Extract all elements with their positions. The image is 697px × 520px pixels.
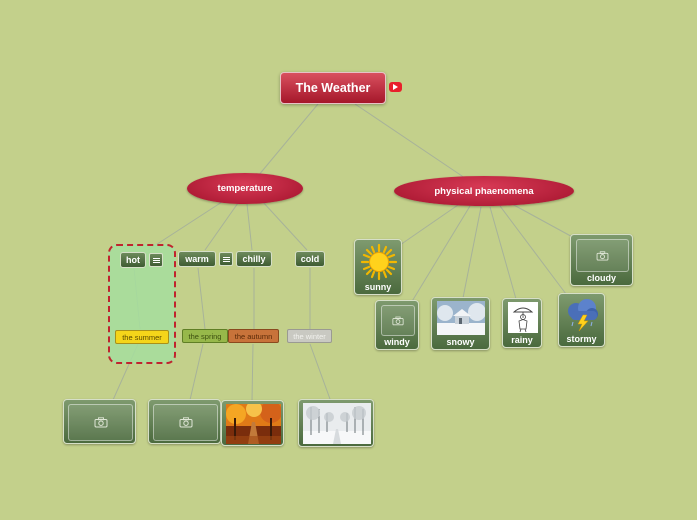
note-icon[interactable] bbox=[149, 253, 163, 267]
image-placeholder[interactable] bbox=[148, 399, 221, 444]
sunny-node[interactable]: sunny bbox=[354, 239, 402, 295]
snowy-node[interactable]: snowy bbox=[431, 297, 490, 350]
windy-label: windy bbox=[384, 337, 410, 347]
camera-icon bbox=[392, 316, 404, 325]
note-icon[interactable] bbox=[219, 252, 233, 266]
snowy-photo bbox=[437, 301, 485, 335]
warm-node[interactable]: warm bbox=[178, 251, 216, 267]
warm-label: warm bbox=[185, 254, 209, 264]
hot-label: hot bbox=[126, 255, 140, 265]
root-node[interactable]: The Weather bbox=[280, 72, 386, 104]
physical-phaenomena-node[interactable]: physical phaenomena bbox=[394, 176, 574, 206]
rainy-drawing bbox=[508, 302, 538, 333]
temperature-node[interactable]: temperature bbox=[187, 173, 303, 204]
the-winter-node[interactable]: the winter bbox=[287, 329, 332, 343]
autumn-image[interactable] bbox=[221, 400, 284, 446]
windy-node[interactable]: windy bbox=[375, 300, 419, 350]
camera-icon bbox=[179, 417, 192, 428]
connector bbox=[204, 202, 239, 251]
rainy-label: rainy bbox=[511, 335, 533, 345]
connector bbox=[147, 199, 226, 251]
connector bbox=[251, 343, 254, 402]
chilly-label: chilly bbox=[242, 254, 266, 264]
sunny-label: sunny bbox=[364, 282, 392, 292]
stormy-label: stormy bbox=[566, 334, 597, 344]
connector bbox=[257, 103, 319, 177]
youtube-icon[interactable] bbox=[389, 82, 402, 92]
storm-icon bbox=[563, 297, 601, 331]
camera-icon bbox=[94, 417, 107, 428]
winter-photo bbox=[303, 403, 371, 444]
camera-icon bbox=[596, 250, 609, 261]
connector bbox=[189, 343, 204, 401]
the-spring-label: the spring bbox=[188, 331, 222, 341]
connector bbox=[399, 204, 459, 246]
connector bbox=[197, 267, 206, 330]
the-summer-label: the summer bbox=[122, 332, 162, 342]
winter-image[interactable] bbox=[298, 399, 374, 447]
connector bbox=[354, 103, 466, 179]
snowy-label: snowy bbox=[446, 337, 475, 347]
connector bbox=[246, 203, 253, 251]
connector bbox=[410, 205, 471, 304]
physical-phaenomena-label: physical phaenomena bbox=[434, 185, 534, 197]
cold-label: cold bbox=[300, 254, 320, 264]
sun-icon bbox=[360, 243, 398, 281]
image-placeholder[interactable] bbox=[63, 399, 136, 444]
the-spring-node[interactable]: the spring bbox=[182, 329, 228, 343]
connector bbox=[462, 206, 482, 299]
the-autumn-label: the autumn bbox=[234, 331, 273, 341]
the-summer-node[interactable]: the summer bbox=[115, 330, 169, 344]
connector bbox=[511, 203, 579, 241]
connector bbox=[309, 343, 331, 400]
rainy-node[interactable]: rainy bbox=[502, 298, 542, 348]
the-autumn-node[interactable]: the autumn bbox=[228, 329, 279, 343]
hot-node[interactable]: hot bbox=[120, 252, 146, 268]
cloudy-label: cloudy bbox=[586, 273, 616, 283]
connector bbox=[489, 206, 517, 300]
cloudy-node[interactable]: cloudy bbox=[570, 234, 633, 286]
chilly-node[interactable]: chilly bbox=[236, 251, 272, 267]
stormy-node[interactable]: stormy bbox=[558, 293, 605, 347]
the-winter-label: the winter bbox=[293, 331, 326, 341]
temperature-label: temperature bbox=[217, 183, 273, 194]
connector bbox=[499, 205, 567, 295]
autumn-photo bbox=[226, 404, 281, 444]
root-title: The Weather bbox=[295, 81, 371, 95]
connector bbox=[261, 200, 308, 251]
cold-node[interactable]: cold bbox=[295, 251, 325, 267]
